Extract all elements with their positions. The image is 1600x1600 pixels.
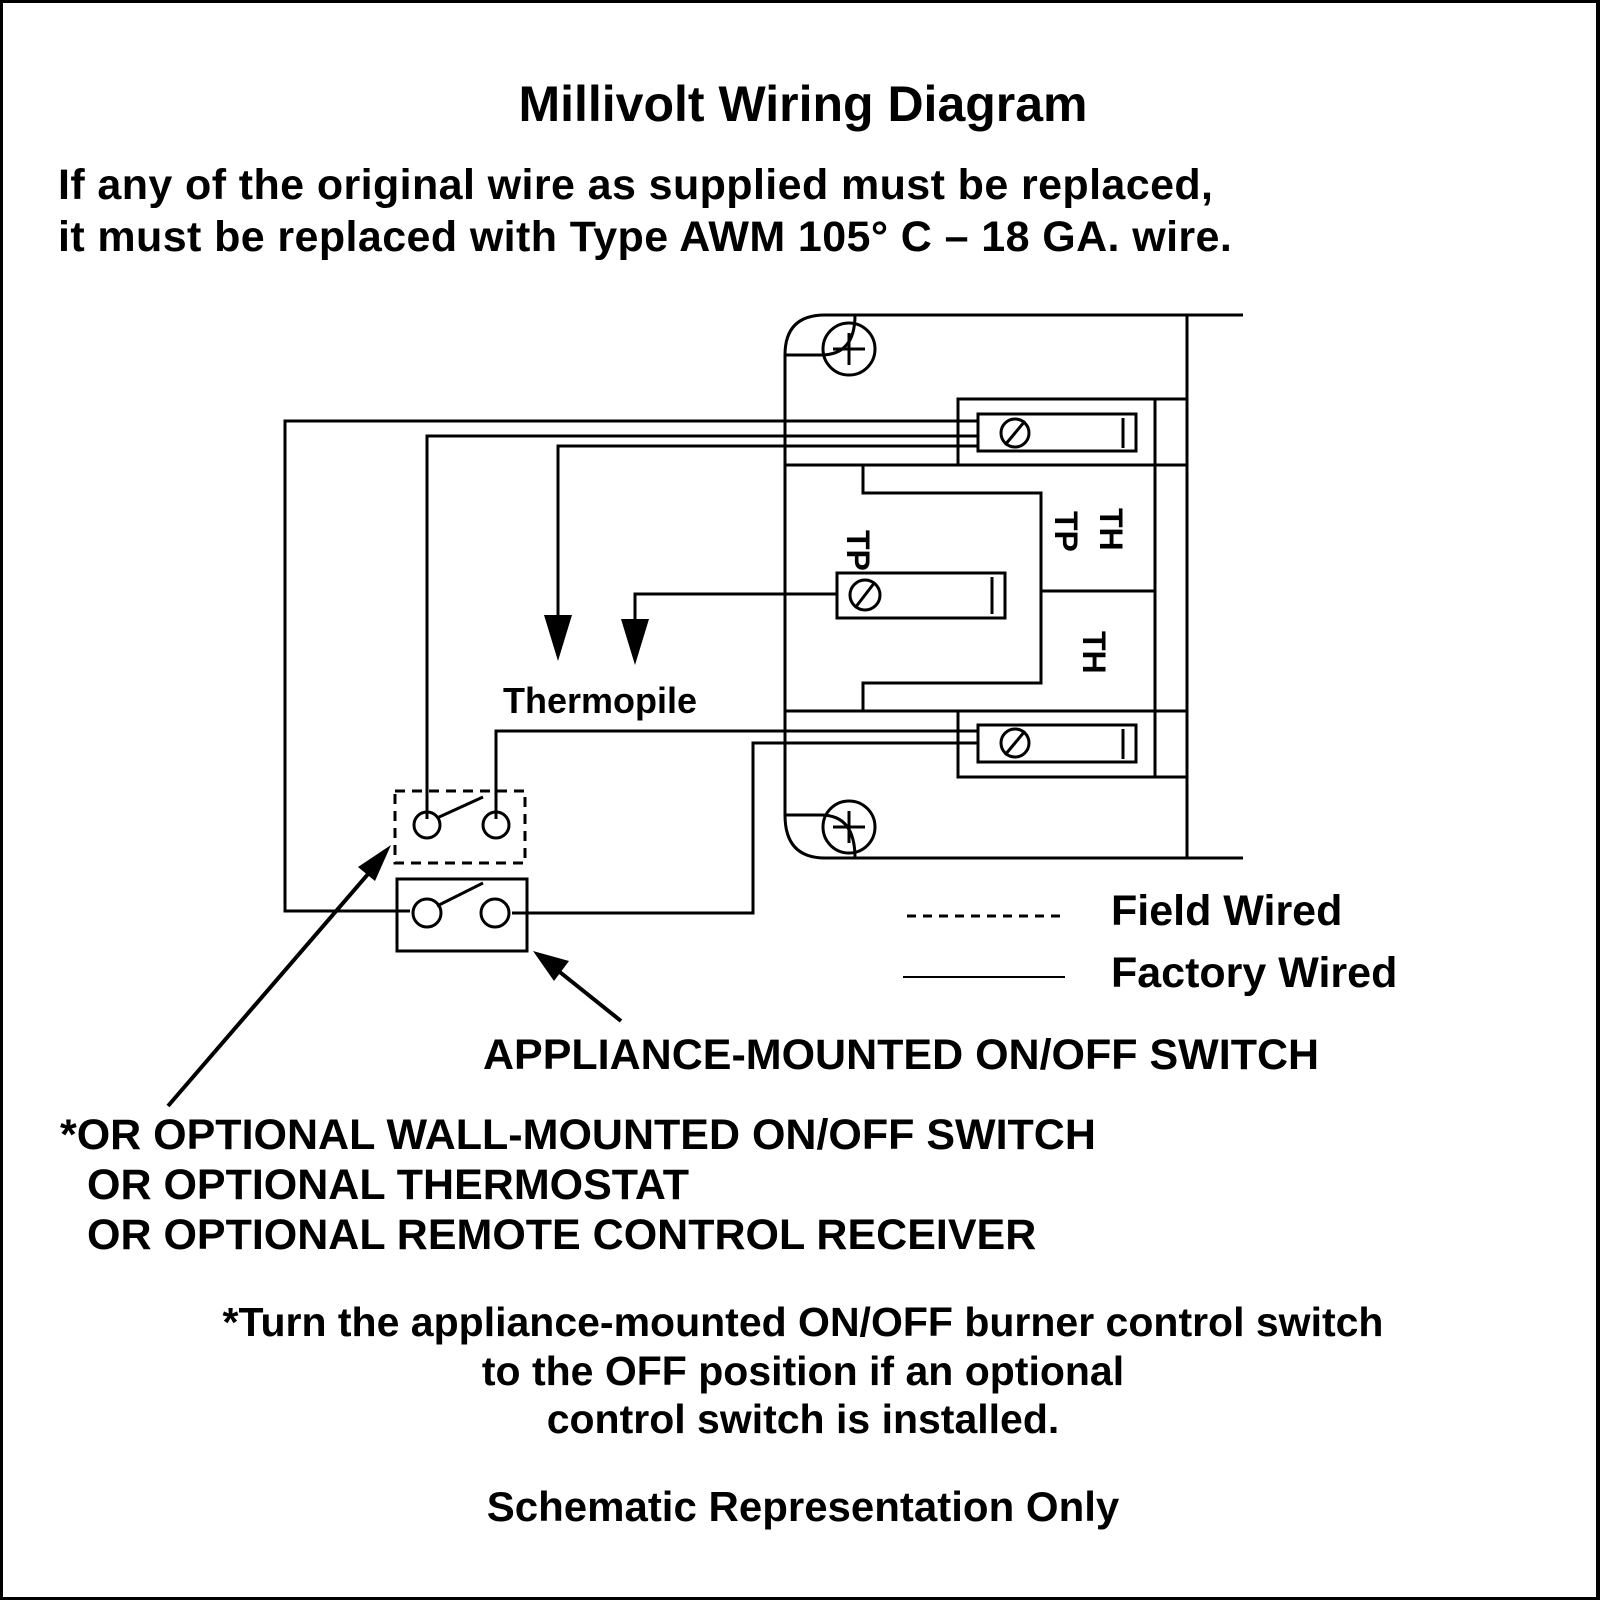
wiring-diagram: TP TH TP TH Thermopile: [166, 313, 1243, 1108]
note-line-1: *Turn the appliance-mounted ON/OFF burne…: [222, 1299, 1384, 1345]
wire-requirement-line-1: If any of the original wire as supplied …: [58, 161, 1214, 209]
terminal-block-upper: [956, 397, 1189, 467]
field-wires: [425, 434, 978, 819]
legend-field-wired: Field Wired: [1111, 887, 1343, 935]
diagram-title: Millivolt Wiring Diagram: [518, 76, 1088, 132]
wire-switch-to-th-upper: [283, 419, 978, 913]
thermopile-label: Thermopile: [503, 680, 697, 721]
wire-optional-switch-left: [425, 434, 978, 819]
optional-line-1: *OR OPTIONAL WALL-MOUNTED ON/OFF SWITCH: [60, 1111, 1096, 1159]
terminal-tp-center: [835, 571, 1007, 620]
terminal-label-th-upper: TH: [1093, 508, 1129, 551]
legend-factory-wired: Factory Wired: [1111, 949, 1398, 997]
optional-wall-switch: [393, 789, 527, 865]
note-line-3: control switch is installed.: [546, 1396, 1060, 1442]
note-line-2: to the OFF position if an optional: [481, 1348, 1125, 1394]
appliance-mounted-switch: [395, 877, 529, 953]
terminal-label-th-lower: TH: [1076, 631, 1112, 674]
appliance-switch-label: APPLIANCE-MOUNTED ON/OFF SWITCH: [483, 1031, 1320, 1079]
wire-optional-switch-right: [494, 729, 978, 819]
lower-mount-tab: [785, 813, 857, 859]
wire-thermopile-to-tp-center: [630, 592, 837, 656]
terminal-label-tp-upper: TP: [1048, 511, 1084, 552]
footer-text: Schematic Representation Only: [486, 1483, 1120, 1530]
terminal-label-tp-center: TP: [840, 530, 876, 571]
optional-line-2: OR OPTIONAL THERMOSTAT: [87, 1161, 689, 1209]
plus-screw-icon: [821, 321, 877, 377]
arrow-head-thermopile-left: [544, 615, 572, 661]
arrow-head-thermopile-right: [621, 619, 649, 665]
factory-wires: [283, 419, 978, 915]
terminal-block-lower: [956, 709, 1189, 779]
terminal-th-tp-upper: [976, 412, 1138, 453]
wire-thermopile-to-tp: [553, 444, 978, 652]
slotted-screw-icon: [999, 417, 1031, 449]
plus-screw-icon: [821, 799, 877, 855]
pointer-head-optional: [358, 845, 391, 881]
slotted-screw-icon: [848, 578, 882, 612]
optional-line-3: OR OPTIONAL REMOTE CONTROL RECEIVER: [87, 1211, 1037, 1259]
pointer-appliance-switch: [549, 963, 623, 1023]
wire-requirement-line-2: it must be replaced with Type AWM 105° C…: [58, 213, 1233, 261]
pointer-head-appliance: [533, 951, 569, 981]
terminal-th-lower: [976, 723, 1138, 764]
wire-switch-to-th-lower: [512, 741, 978, 915]
slotted-screw-icon: [999, 727, 1031, 759]
pointer-optional-switch: [166, 857, 383, 1108]
